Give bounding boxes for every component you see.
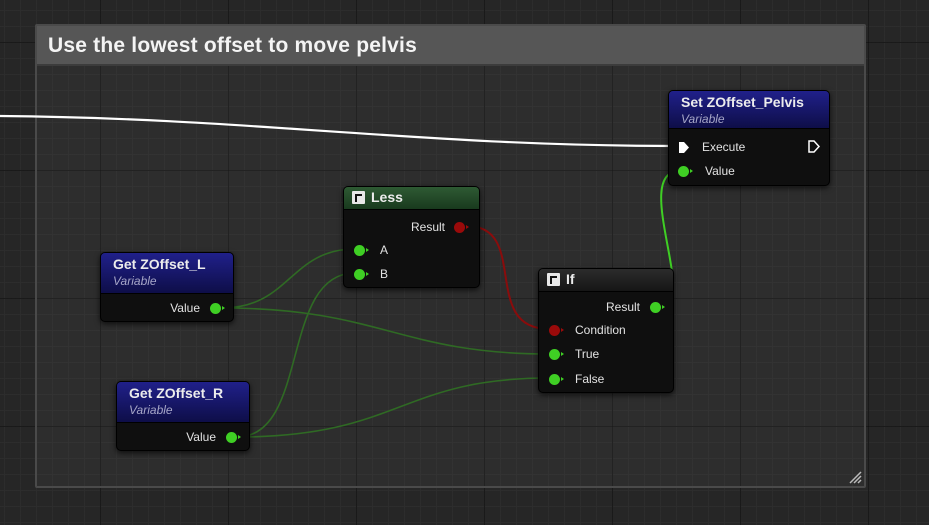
- node-subtitle: Variable: [113, 274, 157, 288]
- pin-label: True: [575, 347, 600, 361]
- get-zoffset-l-node[interactable]: Get ZOffset_L Variable Value: [100, 252, 234, 322]
- pin-label: Result: [605, 300, 640, 314]
- pin-label: Condition: [575, 323, 626, 337]
- output-result-row: Result: [539, 299, 665, 315]
- float-pin-icon[interactable]: [549, 348, 564, 360]
- input-execute-row: Execute: [678, 139, 745, 155]
- node-title: If: [566, 271, 575, 287]
- node-header: Set ZOffset_Pelvis Variable: [669, 91, 829, 129]
- node-title: Get ZOffset_L: [113, 256, 206, 272]
- pin-label: B: [380, 267, 389, 281]
- node-title: Set ZOffset_Pelvis: [681, 94, 804, 110]
- input-a-row: A: [354, 242, 388, 258]
- input-condition-row: Condition: [549, 322, 626, 338]
- input-true-row: True: [549, 346, 599, 362]
- float-pin-icon[interactable]: [549, 373, 564, 385]
- get-zoffset-r-node[interactable]: Get ZOffset_R Variable Value: [116, 381, 250, 451]
- input-b-row: B: [354, 266, 388, 282]
- float-pin-icon[interactable]: [210, 302, 225, 314]
- bool-pin-icon[interactable]: [549, 324, 564, 336]
- node-subtitle: Variable: [681, 112, 725, 126]
- less-node[interactable]: Less Result A B: [343, 186, 480, 288]
- comment-title[interactable]: Use the lowest offset to move pelvis: [37, 26, 864, 66]
- pin-label: Value: [705, 164, 735, 178]
- function-icon: [352, 191, 365, 204]
- input-false-row: False: [549, 371, 604, 387]
- resize-grip-icon[interactable]: [848, 470, 862, 484]
- input-value-row: Value: [678, 163, 735, 179]
- function-icon: [547, 273, 560, 286]
- float-pin-icon[interactable]: [354, 244, 369, 256]
- node-header: Get ZOffset_R Variable: [117, 382, 249, 423]
- pin-label: Value: [186, 430, 216, 444]
- float-pin-icon[interactable]: [354, 268, 369, 280]
- exec-in-pin-icon[interactable]: [678, 141, 690, 154]
- pin-label: Value: [170, 301, 200, 315]
- node-header: Get ZOffset_L Variable: [101, 253, 233, 294]
- set-zoffset-pelvis-node[interactable]: Set ZOffset_Pelvis Variable Execute Valu…: [668, 90, 830, 186]
- node-title: Get ZOffset_R: [129, 385, 224, 401]
- output-value-row: Value: [117, 429, 241, 445]
- pin-label: False: [575, 372, 605, 386]
- node-title: Less: [371, 189, 403, 205]
- float-pin-icon[interactable]: [226, 431, 241, 443]
- if-node[interactable]: If Result Condition True False: [538, 268, 674, 393]
- output-value-row: Value: [101, 300, 225, 316]
- bool-pin-icon[interactable]: [454, 221, 469, 233]
- node-header: If: [539, 269, 673, 292]
- node-header: Less: [344, 187, 479, 210]
- pin-label: Result: [410, 220, 445, 234]
- pin-label: Execute: [702, 140, 746, 154]
- node-subtitle: Variable: [129, 403, 173, 417]
- float-pin-icon[interactable]: [650, 301, 665, 313]
- float-pin-icon[interactable]: [678, 165, 693, 177]
- exec-out-pin-icon[interactable]: [808, 140, 820, 153]
- output-result-row: Result: [344, 219, 469, 235]
- pin-label: A: [380, 243, 389, 257]
